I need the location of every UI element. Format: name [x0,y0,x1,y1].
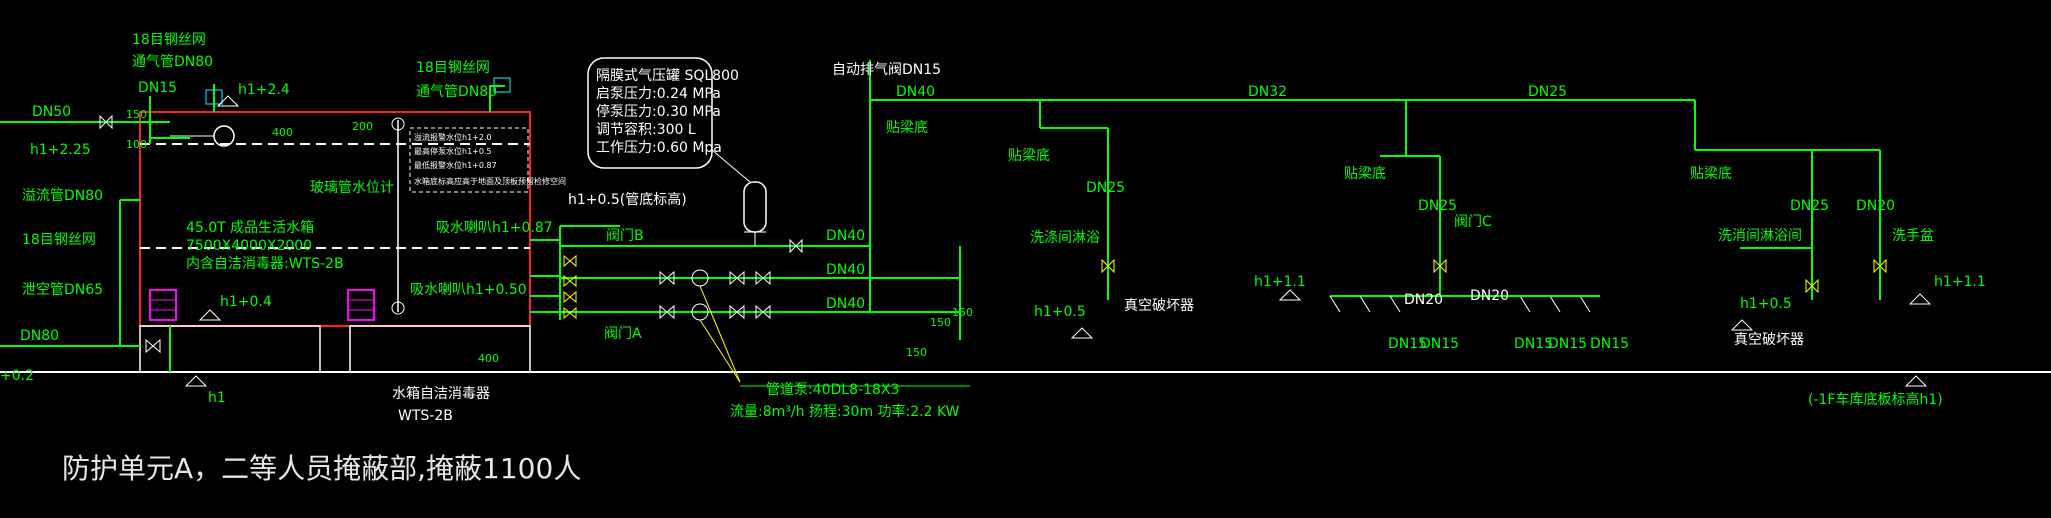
label-tank-info-4: 工作压力:0.60 Mpa [596,140,722,156]
label-dn40-top: DN40 [896,84,935,100]
label-tank-info-0: 隔膜式气压罐 SQL800 [596,68,739,84]
label-dim-100: 100 [126,138,147,151]
label-dim-150b: 150 [930,316,951,329]
label-sterilizer: 水箱自洁消毒器 [392,386,490,402]
label-pump-model: 管道泵:40DL8-18X3 [766,382,899,398]
label-shower: 洗消间淋浴间 [1718,228,1802,244]
caption: 防护单元A，二等人员掩蔽部,掩蔽1100人 [62,452,581,485]
label-screen-a: 18目钢丝网 [132,32,206,48]
label-note: 水箱底标高应高于地面及顶板预留检修空间 [414,176,566,186]
label-auto-vent: 自动排气阀DN15 [832,62,941,78]
label-dim-150a: 150 [906,346,927,359]
label-low-level: 最低报警水位 [414,160,462,170]
label-level-05a: h1+0.5 [1034,304,1086,320]
label-dn15-3: DN15 [1548,336,1587,352]
label-level-04: h1+0.4 [220,294,272,310]
label-capacity: 45.0T 成品生活水箱 [186,220,314,236]
label-level-11a: h1+1.1 [1254,274,1306,290]
label-level-top: h1+2.4 [238,82,290,98]
level-markers [184,95,1932,387]
label-pump-spec: 流量:8m³/h 扬程:30m 功率:2.2 KW [730,403,960,420]
label-glass-gauge: 玻璃管水位计 [310,179,394,196]
label-dn15-2: DN15 [1514,336,1553,352]
label-hand-wash: 洗手盆 [1892,228,1934,244]
label-dn80: DN80 [20,328,59,344]
sterilizer-unit-b [347,289,375,321]
label-tie-3: 贴梁底 [1344,166,1386,182]
label-dn40-2: DN40 [826,262,865,278]
label-size: 7500X4000X2000 [186,238,312,254]
tank-labels: 18目钢丝网 通气管DN80 DN15 h1+2.4 18目钢丝网 通气管DN8… [0,32,566,424]
label-dn15-0: DN15 [1388,336,1427,352]
label-dn40-3: DN40 [826,296,865,312]
overflow-drain [0,199,171,372]
label-level-02: +0.2 [0,368,34,384]
label-vacuum-b: 真空破坏器 [1734,332,1804,348]
label-tank-info-3: 调节容积:300 L [596,121,696,138]
sterilizer-unit-a [149,289,177,321]
inlet-pipe [0,96,235,147]
label-low-level-val: h1+0.87 [462,161,497,170]
label-stop-level: 最高停泵水位 [414,146,462,156]
label-dn15-4: DN15 [1590,336,1629,352]
label-sterilizer-model: WTS-2B [398,408,453,424]
label-drain: 泄空管DN65 [22,282,103,298]
label-dn20-b: DN20 [1470,288,1509,304]
label-tie-1: 贴梁底 [886,120,928,136]
label-wash-room: 洗涤间淋浴 [1030,230,1100,246]
label-screen-b: 18目钢丝网 [416,60,490,76]
label-vacuum-a: 真空破坏器 [1124,298,1194,314]
label-dn15-1: DN15 [1420,336,1459,352]
label-tank-info-1: 启泵压力:0.24 MPa [596,86,721,102]
label-dn40-1: DN40 [826,228,865,244]
label-dn32: DN32 [1248,84,1287,100]
pump-labels: DN50 h1+2.25 隔膜式气压罐 SQL800 启泵压力:0.24 MPa… [30,62,973,420]
water-tank [139,111,531,373]
label-screen-c: 18目钢丝网 [22,232,96,248]
label-valve-c: 阀门C [1454,214,1492,230]
label-dn20-c: DN20 [1856,198,1895,214]
label-level-11b: h1+1.1 [1934,274,1986,290]
distribution-labels: DN40 DN32 DN25 贴梁底 贴梁底 贴梁底 贴梁底 DN25 洗涤间淋… [886,84,1986,408]
label-level-h1: h1 [208,390,226,406]
label-suction-a: 吸水喇叭h1+0.87 [436,220,553,236]
label-dim-150: 150 [126,108,147,121]
label-vent-b: 通气管DN80 [416,84,497,100]
label-dn25-c: DN25 [1790,198,1829,214]
label-suction-b: 吸水喇叭h1+0.50 [410,282,527,298]
label-dn25-a: DN25 [1086,180,1125,196]
label-valve-a: 阀门A [604,326,642,342]
label-header-level: h1+0.5(管底标高) [568,191,687,208]
label-dn15: DN15 [138,80,177,96]
label-tie-2: 贴梁底 [1008,148,1050,164]
label-dn20-a: DN20 [1404,292,1443,308]
label-alarm-high-val: h1+2.0 [462,133,492,142]
label-alarm-high: 溢流报警水位 [414,132,462,142]
label-level-225: h1+2.25 [30,142,91,158]
label-vent-a: 通气管DN80 [132,54,213,70]
label-dn50: DN50 [32,104,71,120]
label-stop-level-val: h1+0.5 [462,147,492,156]
label-overflow: 溢流管DN80 [22,188,103,204]
label-dim-200: 200 [352,120,373,133]
label-dim-400b: 400 [478,352,499,365]
label-level-05b: h1+0.5 [1740,296,1792,312]
label-floor-note: (-1F车库底板标高h1) [1808,391,1943,408]
label-tank-info-2: 停泵压力:0.30 MPa [596,103,721,120]
label-dn25-top: DN25 [1528,84,1567,100]
label-dim-150c: 150 [952,306,973,319]
label-tie-4: 贴梁底 [1690,166,1732,182]
vent-pipes [205,77,511,112]
distribution-main [869,60,1887,313]
label-dn25-b: DN25 [1418,198,1457,214]
pump-header [530,57,970,387]
label-valve-b: 阀门B [606,228,644,244]
label-dim-400: 400 [272,126,293,139]
label-sterilizer-inner: 内含自洁消毒器:WTS-2B [186,256,344,272]
